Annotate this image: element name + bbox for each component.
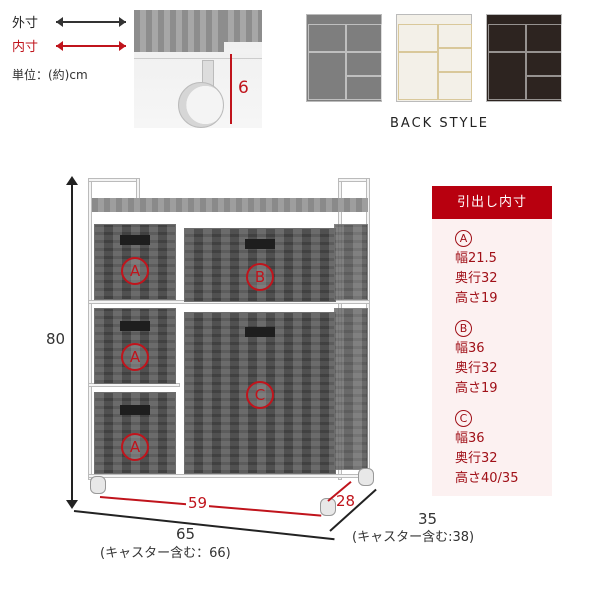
legend-outer: 外寸: [12, 12, 126, 31]
drawer-c-specs: C 幅36 奥行32 高さ40/35: [432, 409, 552, 489]
drawer-handle[interactable]: [245, 239, 275, 249]
drawer-handle[interactable]: [120, 405, 150, 415]
inner-width-label: 59: [186, 494, 210, 512]
drawer: [398, 52, 438, 100]
drawer-a-middle[interactable]: A: [94, 308, 176, 384]
drawer-inner-size-panel: 引出し内寸 A 幅21.5 奥行32 高さ19 B 幅36 奥行32 高さ19 …: [432, 186, 552, 496]
drawer: [526, 76, 562, 100]
drawer: [488, 52, 526, 100]
caster-height-dimension-line: [230, 54, 232, 124]
spec-depth: 奥行32: [455, 361, 498, 376]
drawer: [308, 24, 346, 52]
frame-handle: [88, 178, 140, 182]
drawer-a-specs: A 幅21.5 奥行32 高さ19: [432, 229, 552, 309]
drawer: [398, 24, 438, 52]
spec-depth: 奥行32: [455, 271, 498, 286]
drawer-letter-badge: B: [246, 263, 274, 291]
caster-wheel-icon: [358, 468, 374, 486]
drawer-b-side: [334, 224, 368, 300]
double-arrow-black-icon: [56, 16, 126, 27]
legend-inner: 内寸: [12, 36, 126, 55]
drawer-handle[interactable]: [120, 235, 150, 245]
caster-height-label: 6: [238, 78, 249, 98]
drawer-b[interactable]: B: [184, 228, 336, 302]
arrow-up-icon: [66, 176, 78, 185]
drawer-a-top[interactable]: A: [94, 224, 176, 300]
drawer: [346, 52, 382, 76]
spec-width: 幅36: [455, 341, 485, 356]
frame-rail: [134, 54, 262, 59]
drawer-handle[interactable]: [120, 321, 150, 331]
drawer-b-specs: B 幅36 奥行32 高さ19: [432, 319, 552, 399]
top-shelf: [92, 198, 368, 212]
drawer-c[interactable]: C: [184, 312, 336, 474]
shelf-rail: [88, 474, 370, 478]
spec-depth: 奥行32: [455, 451, 498, 466]
drawer: [438, 24, 472, 48]
drawer: [438, 48, 472, 72]
drawer-handle[interactable]: [245, 327, 275, 337]
spec-height: 高さ19: [455, 381, 498, 396]
panel-title: 引出し内寸: [432, 186, 552, 219]
drawer: [526, 52, 562, 76]
depth-with-casters-label: (キャスター含む:38): [352, 530, 475, 545]
drawer-a-bottom[interactable]: A: [94, 392, 176, 474]
spec-height: 高さ40/35: [455, 471, 519, 486]
back-style-label: BACK STYLE: [390, 116, 489, 131]
height-dimension-line: [71, 180, 73, 505]
caster-wheel-icon: [178, 82, 224, 128]
spec-width: 幅21.5: [455, 251, 497, 266]
circled-letter-icon: A: [455, 230, 472, 247]
inner-depth-label: 28: [336, 492, 356, 510]
width-dimension-line: [73, 510, 335, 541]
spec-height: 高さ19: [455, 291, 498, 306]
caster-wheel-icon: [90, 476, 106, 494]
back-style-dark-brown: [486, 14, 562, 102]
frame-upright: [88, 178, 92, 480]
weave-texture: [335, 225, 367, 299]
drawer: [438, 72, 472, 100]
drawer-letter-badge: C: [246, 381, 274, 409]
depth-label: 35: [418, 510, 438, 528]
drawer-c-side: [334, 308, 368, 470]
drawer: [346, 24, 382, 52]
basket-detail: [134, 10, 224, 52]
product-rack: A B A C A: [88, 178, 378, 516]
circled-letter-icon: B: [455, 320, 472, 337]
inner-size-label: 内寸: [12, 40, 39, 55]
weave-texture: [335, 309, 367, 469]
height-label: 80: [46, 330, 66, 348]
outer-size-label: 外寸: [12, 16, 39, 31]
drawer-letter-badge: A: [121, 343, 149, 371]
drawer: [526, 24, 562, 52]
caster-closeup-photo: [134, 10, 262, 128]
spec-width: 幅36: [455, 431, 485, 446]
width-with-casters-label: (キャスター含む：66): [100, 546, 231, 561]
double-arrow-red-icon: [56, 40, 126, 51]
drawer-letter-badge: A: [121, 257, 149, 285]
width-label: 65: [176, 525, 196, 543]
back-style-gray: [306, 14, 382, 102]
arrow-down-icon: [66, 500, 78, 509]
basket-side-detail: [222, 10, 262, 42]
drawer: [346, 76, 382, 100]
drawer: [308, 52, 346, 100]
unit-label: 単位：(約)cm: [12, 68, 88, 82]
circled-letter-icon: C: [455, 410, 472, 427]
back-style-white: [396, 14, 472, 102]
drawer: [488, 24, 526, 52]
drawer-letter-badge: A: [121, 433, 149, 461]
inner-width-dimension-line: [99, 496, 322, 517]
